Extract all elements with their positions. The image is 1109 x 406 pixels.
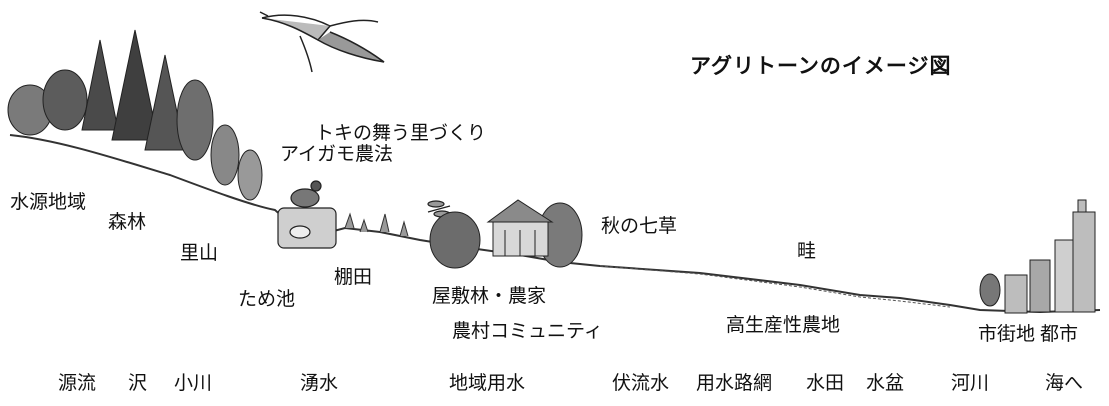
label-yashikirin: 屋敷林・農家 [432, 285, 547, 307]
diagram-title: アグリトーンのイメージ図 [690, 54, 952, 78]
label-kouseisan: 高生産性農地 [726, 314, 841, 336]
water-yusui: 湧水 [300, 372, 339, 394]
farmhouse-drawing [429, 199, 583, 269]
label-toki: トキの舞う里づくり [315, 122, 487, 144]
pond-and-duck [277, 180, 337, 249]
label-tameike: ため池 [238, 288, 296, 310]
water-yousuiro: 用水路網 [696, 372, 773, 394]
label-aigamo: アイガモ農法 [280, 143, 394, 165]
label-toshi: 都市 [1040, 323, 1079, 345]
label-shinrin: 森林 [108, 211, 147, 233]
city-buildings [979, 199, 1096, 314]
label-suigen: 水源地域 [10, 191, 87, 213]
water-genryu: 源流 [58, 372, 97, 394]
water-chiiki: 地域用水 [449, 372, 526, 394]
label-community: 農村コミュニティ [452, 320, 603, 342]
water-ogawa: 小川 [174, 372, 213, 394]
forest-trees [7, 29, 263, 201]
water-sawa: 沢 [128, 372, 148, 394]
label-aki: 秋の七草 [601, 215, 678, 237]
label-satoyama: 里山 [180, 242, 219, 264]
label-tanada: 棚田 [334, 266, 373, 288]
water-suiden: 水田 [806, 372, 845, 394]
water-fukuryu: 伏流水 [612, 372, 670, 394]
label-shigaichi: 市街地 [978, 323, 1036, 345]
label-aze: 畦 [797, 240, 817, 262]
water-umi: 海へ [1045, 372, 1084, 394]
water-mizubon: 水盆 [866, 372, 905, 394]
toki-bird-drawing [259, 11, 385, 73]
terraced-paddies [344, 212, 409, 237]
water-kasen: 河川 [951, 372, 990, 394]
